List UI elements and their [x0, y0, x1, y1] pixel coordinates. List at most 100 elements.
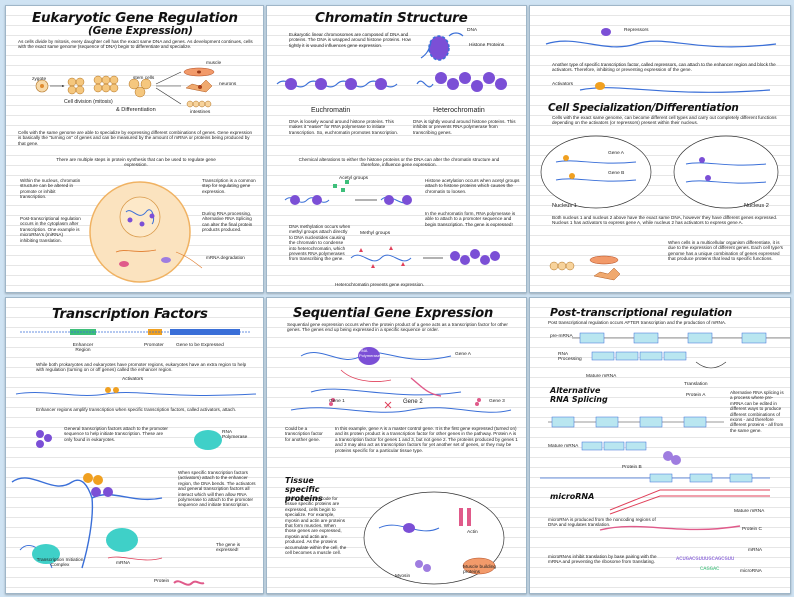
- gene-label: Gene to be Expressed: [176, 343, 224, 348]
- alternative-splicing-title: Alternative RNA Splicing: [550, 386, 608, 404]
- microrna-label: microRNA: [740, 569, 762, 574]
- mrna-label: mRNA: [116, 561, 131, 566]
- pre-mrna-strand: [572, 332, 790, 344]
- pre-mrna-label: pre-mRNA: [550, 334, 573, 339]
- protein-b-label: Protein B: [622, 465, 642, 470]
- splicing-note: During RNA processing, Alternative RNA S…: [202, 211, 253, 233]
- repressors-label: Repressors: [624, 28, 649, 33]
- dna-label: DNA: [467, 28, 478, 33]
- specialize-text: Cells with the same genome are able to s…: [18, 130, 253, 146]
- mrna-label: mRNA: [748, 548, 763, 553]
- promoter-label: Promoter: [144, 343, 164, 348]
- rna-polymerase-label: RNA Polymerase: [222, 430, 248, 440]
- example-text: In this example, gene A is a master cont…: [335, 426, 518, 453]
- zygote-label: zygote: [32, 77, 47, 82]
- intestines-label: intestines: [190, 110, 211, 115]
- activators-dna: [15, 387, 257, 396]
- expressed-text: The gene is expressed!: [216, 542, 241, 553]
- mirna-diagram: [540, 473, 770, 531]
- mature-mrna-label: Mature mRNA: [586, 374, 617, 379]
- panel-subtitle: (Gene Expression): [88, 25, 193, 37]
- heterochromatin-summary: Heterochromatin prevents gene expression…: [335, 282, 425, 287]
- euchromatin-label: Euchromatin: [311, 107, 351, 114]
- multicellular-text: When cells in a multicellular organism d…: [668, 240, 783, 262]
- enhancer-label: Enhancer Region: [72, 343, 94, 353]
- mature-mrna-3-label: Mature mRNA: [734, 509, 765, 514]
- differentiation-diagram: [35, 67, 215, 108]
- panel-transcription-factors: Transcription Factors Enhancer Region Pr…: [5, 297, 264, 594]
- degradation-note: mRNA degradation: [206, 255, 245, 260]
- euchromatin-rna-text: In the euchromatin form, RNA polymerase …: [425, 211, 516, 227]
- nucleosome-icon: [420, 32, 464, 61]
- translation-label: Translation: [684, 382, 708, 387]
- myosin-label: Myosin: [395, 574, 411, 579]
- nucleus-2-label: Nucleus 2: [744, 203, 769, 209]
- transcription-factor-note: Could be a transcription factor for anot…: [285, 426, 323, 442]
- rna-processing-label: RNA Processing: [558, 352, 582, 362]
- gene-b-label: Gene B: [608, 171, 625, 176]
- transcription-note: Transcription is a common step for regul…: [202, 178, 256, 194]
- panel-title: Chromatin Structure: [315, 10, 468, 26]
- repressors-text: Another type of specific transcription f…: [552, 62, 776, 73]
- tissue-title: Tissue specific proteins: [285, 476, 323, 503]
- methyl-label: Methyl groups: [360, 231, 391, 236]
- activators-label: Activators: [122, 377, 144, 382]
- nucleus-diagram: [540, 135, 779, 209]
- panel-title: Eukaryotic Gene Regulation: [32, 10, 238, 26]
- rna-polymerase-icon: [194, 430, 222, 450]
- amplify-text: Enhancer regions amplify transcription w…: [36, 407, 237, 412]
- alternative-splicing-text: Alternative RNA splicing is a process wh…: [730, 390, 784, 433]
- methylation-diagram: [350, 246, 500, 268]
- protein-a-label: Protein A: [686, 393, 706, 398]
- acetyl-label: Acetyl groups: [339, 176, 369, 181]
- cell-division-label: Cell division (mitosis): [64, 99, 113, 105]
- activator-diagram: [579, 82, 771, 93]
- panel-post-transcriptional-regulation: Post-transcriptional regulation Post tra…: [529, 297, 791, 594]
- nucleus-1-label: Nucleus 1: [552, 203, 577, 209]
- euchromatin-diagram: [276, 72, 507, 92]
- stem-cells-label: stem cells: [133, 76, 155, 81]
- post-transcriptional-note: Post-transcriptional regulation occurs i…: [20, 216, 81, 243]
- methylation-text: DNA methylation occurs when methyl group…: [289, 224, 351, 262]
- activators-label: Activators: [552, 82, 574, 87]
- intro-text: Sequential gene expression occurs when t…: [287, 322, 508, 333]
- enhancer-text: While both prokaryotes and eukaryotes ha…: [36, 362, 247, 373]
- bent-dna-diagram: [11, 473, 163, 569]
- intro-text: Post transcriptional regulation occurs A…: [548, 320, 727, 325]
- panel-cell-specialization: Repressors Another type of specific tran…: [529, 5, 791, 293]
- panel-title: Sequential Gene Expression: [293, 306, 494, 321]
- mrna-sequence: ACUGACGUUUGCAGCGUU: [676, 556, 735, 562]
- actin-label: Actin: [467, 530, 478, 535]
- gene-3-label: Gene 3: [489, 399, 505, 404]
- histone-label: Histone Proteins: [469, 43, 505, 48]
- panel-sequential-gene-expression: Sequential Gene Expression Sequential ge…: [266, 297, 527, 594]
- protein-label: Protein: [154, 579, 170, 584]
- euchromatin-text: DNA is loosely wound around histone prot…: [289, 119, 399, 135]
- neurons-label: neurons: [219, 82, 237, 87]
- specialization-intro: Cells with the exact same genome, can be…: [552, 115, 777, 126]
- microrna-text-2: microRNAs inhibit translation by base pa…: [548, 554, 657, 565]
- gtf-icon: [36, 430, 52, 448]
- cell-types-icon: [549, 255, 621, 281]
- panel-eukaryotic-gene-regulation: Eukaryotic Gene Regulation (Gene Express…: [5, 5, 264, 293]
- genes-strand-diagram: [290, 398, 512, 413]
- mature-mrna-2-label: Mature mRNA: [548, 444, 579, 449]
- gene-a-label: Gene A: [608, 151, 625, 156]
- repressor-diagram: [545, 28, 777, 48]
- chromatin-note: Within the nucleus, chromatin structure …: [20, 178, 81, 200]
- protein-icon: [173, 580, 205, 586]
- panel-title: Transcription Factors: [52, 306, 208, 322]
- alt-splicing-diagram: [548, 416, 724, 465]
- tissue-text: When genes that code for tissue specific…: [285, 496, 347, 556]
- differentiation-label: & Differentiation: [116, 107, 156, 113]
- intro-text: Eukaryotic linear chromosomes are compos…: [289, 32, 411, 48]
- gene-a-label: Gene A: [455, 352, 472, 357]
- heterochromatin-label: Heterochromatin: [433, 107, 485, 114]
- microrna-title: microRNA: [550, 492, 595, 501]
- muscle-cell-diagram: [363, 491, 505, 585]
- gene-regions-diagram: [20, 329, 250, 335]
- gene-2-label: Gene 2: [403, 399, 423, 405]
- rna-polymerase-label: RNA Polymerase: [359, 348, 381, 358]
- gene-1-label: Gene 1: [329, 399, 345, 404]
- chemical-text: Chemical alterations to either the histo…: [298, 157, 500, 168]
